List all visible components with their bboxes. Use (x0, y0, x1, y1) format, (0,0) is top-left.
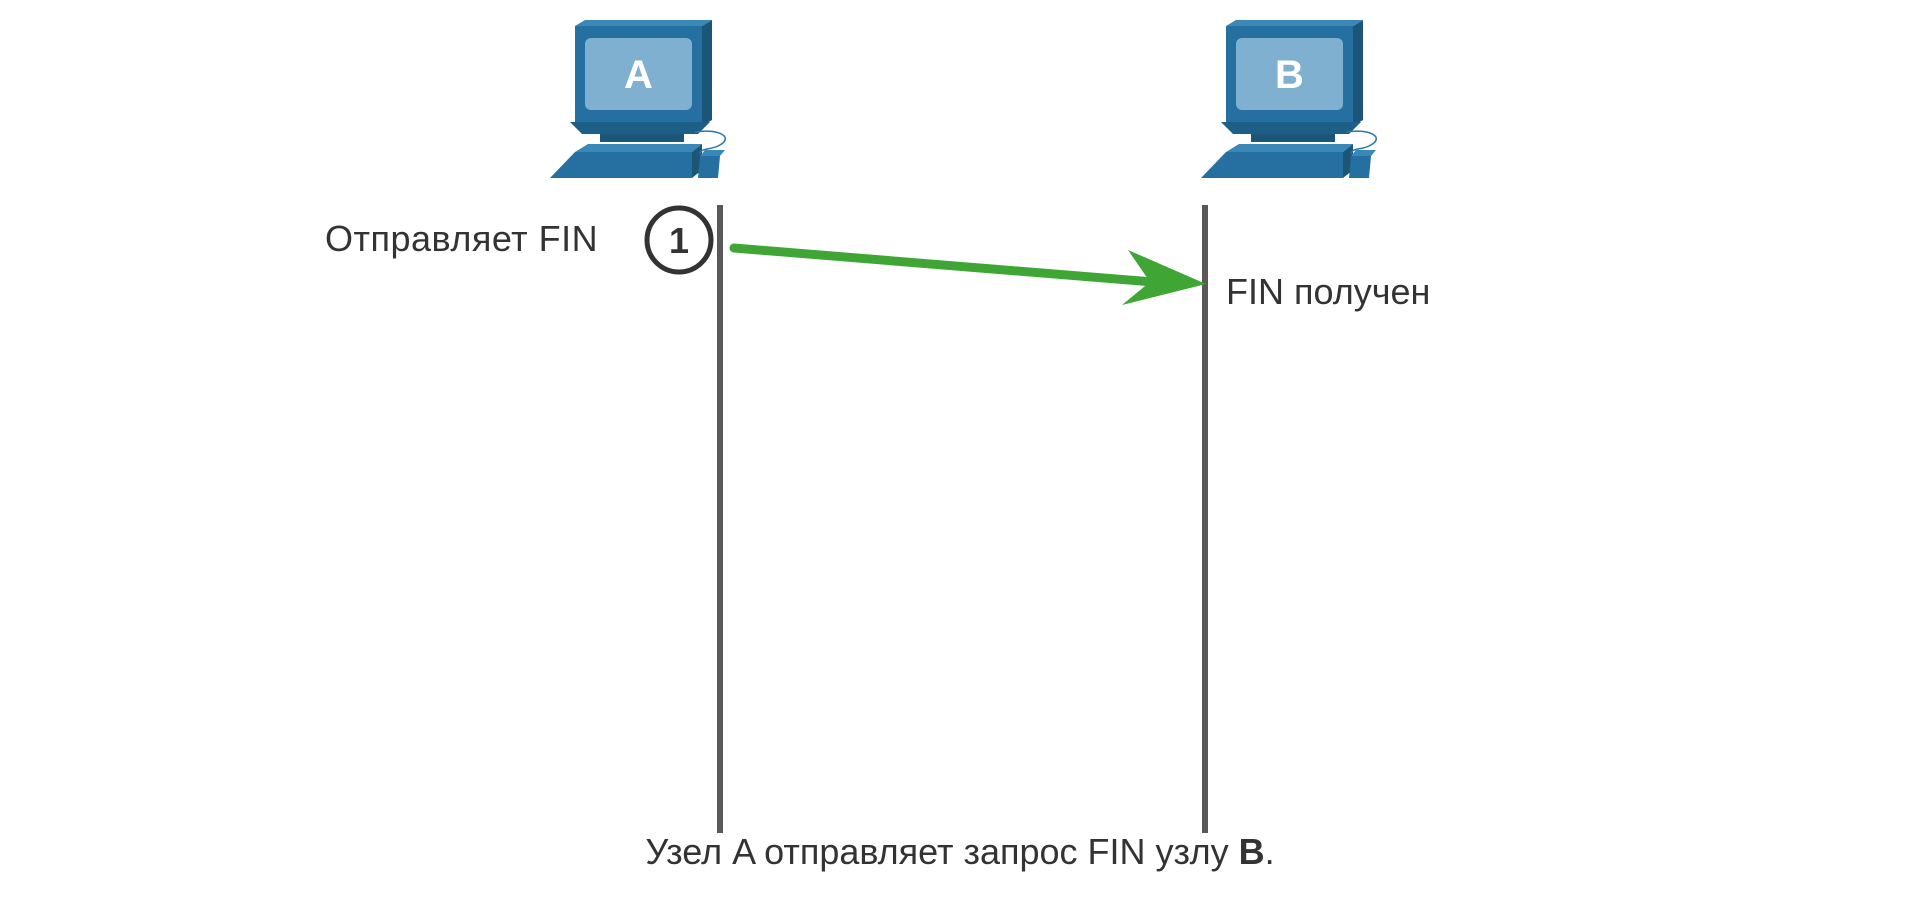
receiver-label: FIN получен (1226, 271, 1431, 312)
host-a-letter: A (624, 53, 653, 97)
diagram-caption: Узел A отправляет запрос FIN узлу B. (0, 834, 1920, 870)
sender-label: Отправляет FIN (325, 218, 599, 259)
caption-text: Узел A отправляет запрос FIN узлу (645, 831, 1239, 872)
host-b-computer-icon: B (1201, 20, 1377, 178)
step-number: 1 (669, 220, 689, 261)
caption-bold-host: B (1238, 831, 1265, 872)
step-1-numbered-circle-icon: 1 (644, 205, 714, 275)
caption-period: . (1264, 831, 1275, 872)
host-b-letter: B (1275, 53, 1304, 97)
fin-arrow (729, 243, 1206, 305)
host-a-computer-icon: A (550, 20, 726, 178)
